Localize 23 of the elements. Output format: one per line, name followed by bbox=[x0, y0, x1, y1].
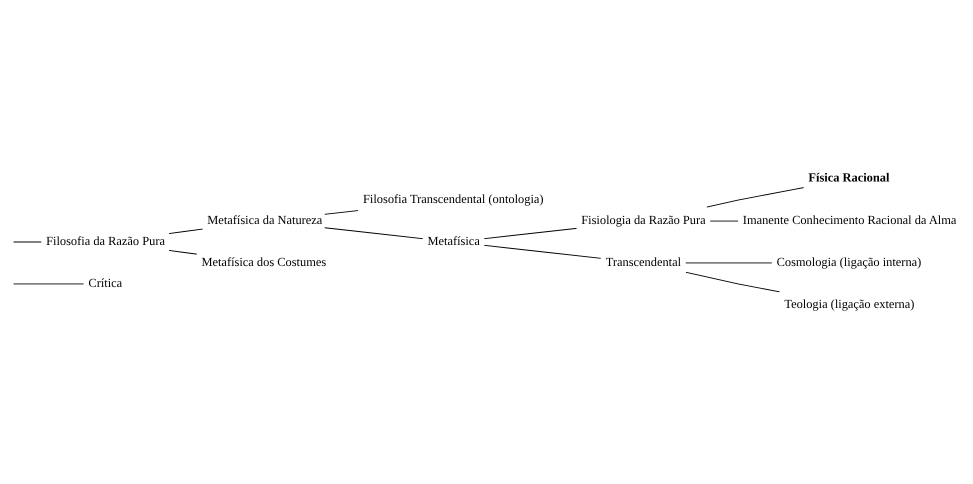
connector bbox=[168, 250, 198, 255]
connector bbox=[685, 262, 772, 264]
connector bbox=[324, 210, 358, 215]
connector bbox=[706, 187, 804, 208]
node-text: Metafísica bbox=[427, 234, 480, 248]
node-text: Cosmologia (ligação interna) bbox=[776, 254, 922, 269]
connector bbox=[484, 228, 578, 240]
node-text: Fisiologia da Razão Pura bbox=[581, 212, 706, 227]
node-text: Crítica bbox=[88, 276, 122, 290]
node-text: Metafísica da Natureza bbox=[207, 212, 322, 227]
node-text: Filosofia Transcendental (ontologia) bbox=[363, 192, 544, 206]
connector bbox=[324, 227, 424, 240]
node-text: Física Racional bbox=[808, 170, 890, 184]
node-text: Transcendental bbox=[606, 254, 682, 269]
connector bbox=[685, 272, 780, 292]
node-text: Imanente Conhecimento Racional da Alma bbox=[742, 212, 956, 227]
node-text: Metafísica dos Costumes bbox=[201, 254, 326, 269]
node-text: Teologia (ligação externa) bbox=[784, 296, 914, 311]
node-text: Filosofia da Razão Pura bbox=[46, 234, 165, 248]
connector bbox=[710, 220, 739, 222]
connector bbox=[168, 228, 204, 234]
connector bbox=[484, 244, 602, 259]
connector bbox=[13, 283, 84, 284]
